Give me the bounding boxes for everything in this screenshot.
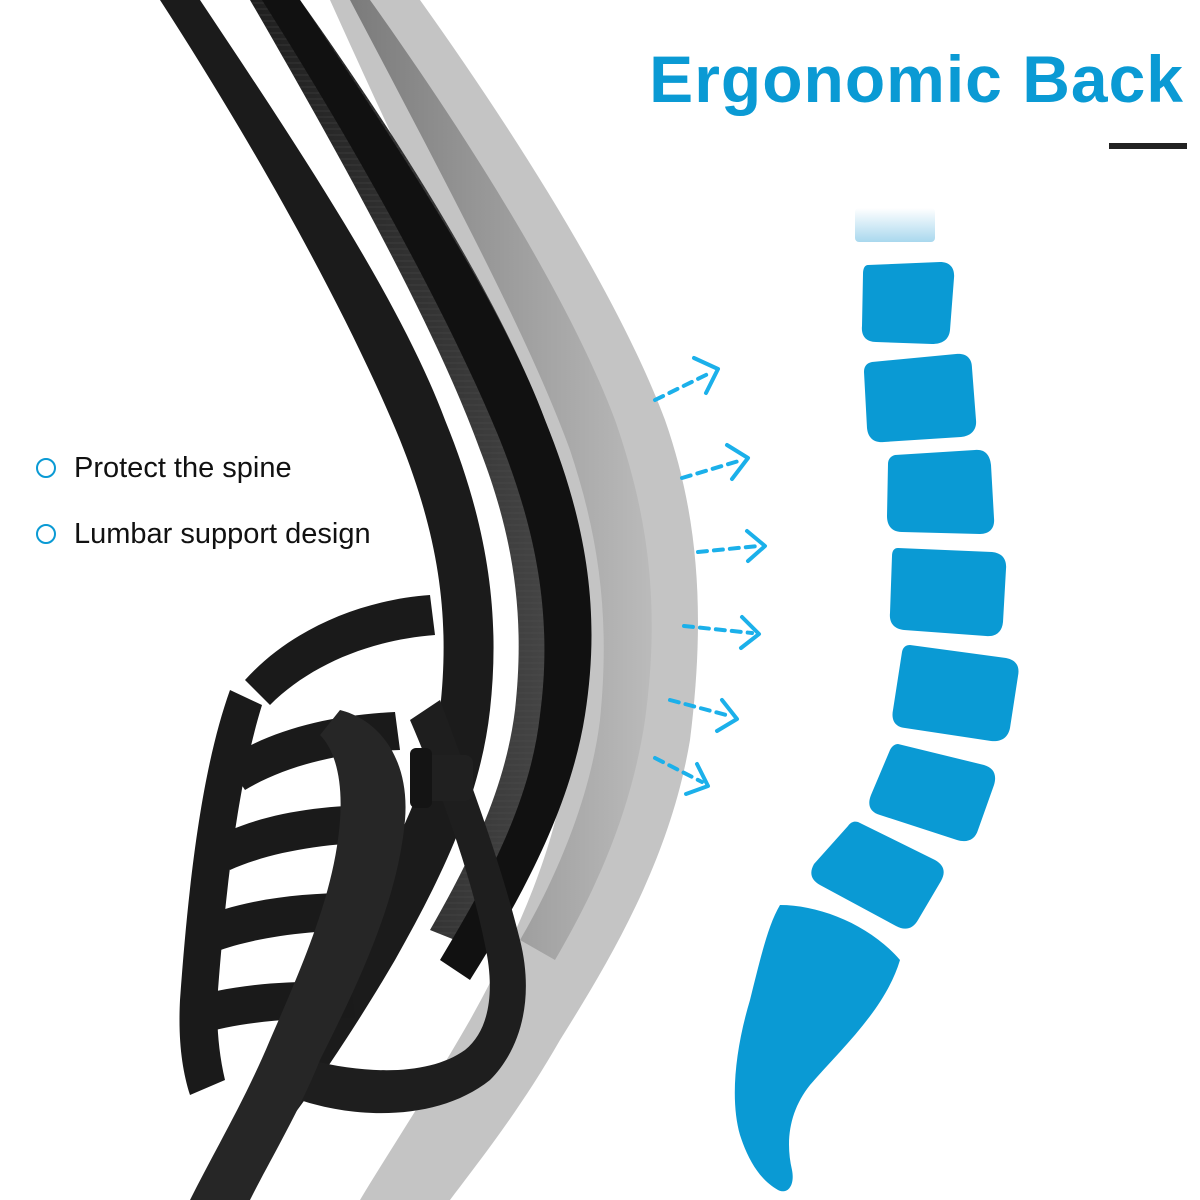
page-title: Ergonomic Back xyxy=(649,42,1184,116)
vertebra xyxy=(811,821,944,929)
backrest-lower-frame xyxy=(300,700,526,1114)
vertebra xyxy=(889,548,1007,637)
support-arrows xyxy=(653,356,767,796)
arrow-right-icon xyxy=(668,698,739,733)
circle-outline-icon xyxy=(36,524,56,544)
title-underline xyxy=(1109,143,1187,149)
backrest-mesh-edge xyxy=(350,0,652,960)
vertebra xyxy=(892,645,1019,742)
arrow-right-icon xyxy=(696,529,767,563)
vertebra xyxy=(855,208,935,242)
chair-backrest-icon xyxy=(160,0,698,1200)
arrow-right-icon xyxy=(653,356,720,402)
sacrum xyxy=(734,905,900,1192)
list-item: Lumbar support design xyxy=(36,515,371,553)
list-item: Protect the spine xyxy=(36,449,371,487)
vertebra xyxy=(864,353,977,443)
arrow-right-icon xyxy=(680,443,750,481)
spine-icon xyxy=(734,208,1019,1192)
vertebra xyxy=(861,262,955,344)
feature-list: Protect the spine Lumbar support design xyxy=(36,449,371,581)
arrow-right-icon xyxy=(653,756,710,796)
backrest-shadow-frame xyxy=(330,0,698,1200)
lumbar-bracket xyxy=(179,595,473,1200)
circle-outline-icon xyxy=(36,458,56,478)
vertebra xyxy=(869,744,996,842)
backrest-frame xyxy=(160,0,494,1120)
feature-label: Lumbar support design xyxy=(74,517,371,550)
vertebra xyxy=(887,449,995,534)
arrow-right-icon xyxy=(682,615,761,650)
feature-label: Protect the spine xyxy=(74,451,292,484)
